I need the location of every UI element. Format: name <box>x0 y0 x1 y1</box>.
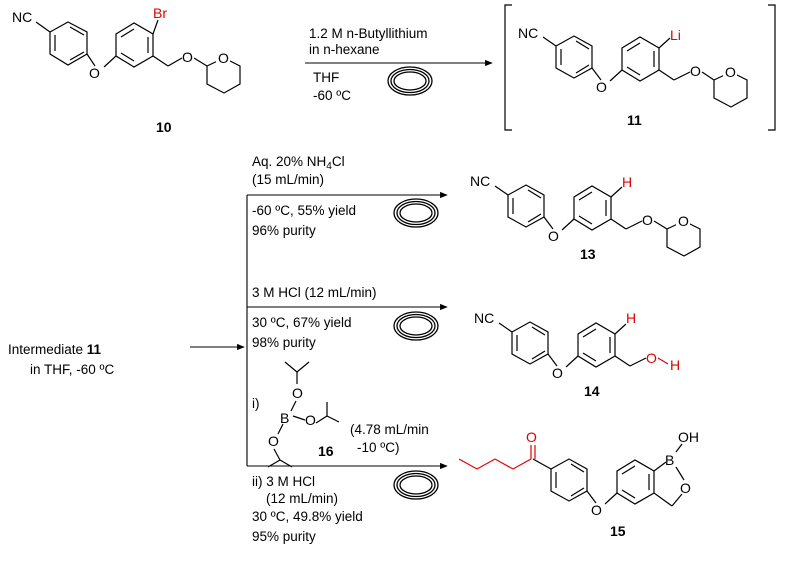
nitrile-label: NC <box>12 9 32 25</box>
oxaborole-oxygen: O <box>680 480 691 496</box>
flow-reactor-coil-icon <box>393 198 439 228</box>
compound-10-label: 10 <box>156 119 172 135</box>
lithium-label: Li <box>670 27 681 43</box>
borate-oxygen: O <box>268 433 279 449</box>
branch-a-reagent: Aq. 20% NH4Cl <box>252 154 345 172</box>
flow-reactor-coil-icon <box>387 66 433 96</box>
step1-temp: -60 ºC <box>313 88 351 103</box>
step1-solvent: THF <box>313 70 339 85</box>
nitrile-label: NC <box>474 310 494 326</box>
branch-a-purity: 96% purity <box>252 223 316 238</box>
compound-14-label: 14 <box>584 383 600 399</box>
branch-c-step-ii: ii) 3 M HCl <box>252 474 315 489</box>
hydroxyl-label: OH <box>678 429 699 445</box>
flow-reactor-coil-icon <box>393 470 439 500</box>
compound-14-structure: NC O H O H <box>474 310 680 381</box>
thp-ring-oxygen: O <box>678 213 689 229</box>
hydroxyl-oxygen: O <box>646 350 657 366</box>
borate-oxygen: O <box>305 412 316 428</box>
ether-oxygen: O <box>548 228 559 244</box>
branch-c-step-i: i) <box>252 396 260 411</box>
branch-c-flow3: (12 mL/min) <box>266 491 338 506</box>
compound-11-structure: NC O Li O O <box>518 25 748 108</box>
branch-b-reagent: 3 M HCl (12 mL/min) <box>252 285 377 300</box>
thp-link-oxygen: O <box>690 63 701 79</box>
hydrogen-label: H <box>626 310 636 326</box>
ether-oxygen: O <box>591 502 602 518</box>
boron-label: B <box>280 410 289 426</box>
branch-a-conditions: -60 ºC, 55% yield <box>252 203 356 218</box>
compound-13-structure: NC O H O O <box>470 173 701 257</box>
nitrile-label: NC <box>470 173 490 189</box>
step1-reagent-line2: in n-hexane <box>309 42 380 57</box>
flow-reactor-coil-icon <box>393 311 439 341</box>
branch-c-flow2: -10 ºC) <box>357 440 399 455</box>
thp-ring-oxygen: O <box>725 64 736 80</box>
compound-11-label: 11 <box>627 112 642 128</box>
intermediate-line1: Intermediate 11 <box>8 342 102 357</box>
left-bracket <box>504 4 512 131</box>
ether-oxygen: O <box>596 79 607 95</box>
compound-10-structure: NC O Br O O <box>12 5 241 94</box>
ether-oxygen: O <box>89 65 100 81</box>
compound-15-label: 15 <box>610 523 626 539</box>
thp-link-oxygen: O <box>182 49 193 65</box>
hydrogen-label: H <box>622 174 632 190</box>
branch-c-conditions: 30 ºC, 49.8% yield <box>252 509 363 524</box>
boron-label: B <box>665 452 674 468</box>
branch-b-conditions: 30 ºC, 67% yield <box>252 315 351 330</box>
intermediate-line2: in THF, -60 ºC <box>30 362 114 377</box>
compound-13-label: 13 <box>580 246 596 262</box>
triisopropyl-borate-structure: O B O O <box>267 361 340 468</box>
bromine-label: Br <box>153 5 167 21</box>
thp-ring-oxygen: O <box>218 50 229 66</box>
branch-a-flow: (15 mL/min) <box>252 172 324 187</box>
hydroxyl-hydrogen: H <box>670 357 680 373</box>
thp-link-oxygen: O <box>642 212 653 228</box>
ether-oxygen: O <box>552 365 563 381</box>
borate-oxygen: O <box>292 385 303 401</box>
branch-c-flow1: (4.78 mL/min <box>350 422 429 437</box>
nitrile-label: NC <box>518 25 538 41</box>
branch-b-purity: 98% purity <box>252 335 316 350</box>
right-bracket <box>768 4 776 131</box>
compound-16-label: 16 <box>318 443 334 459</box>
branch-c-purity: 95% purity <box>252 529 316 544</box>
step1-reagent-line1: 1.2 M n-Butyllithium <box>309 26 428 41</box>
ketone-oxygen: O <box>526 429 537 445</box>
compound-15-structure: O O B OH O <box>458 429 699 518</box>
